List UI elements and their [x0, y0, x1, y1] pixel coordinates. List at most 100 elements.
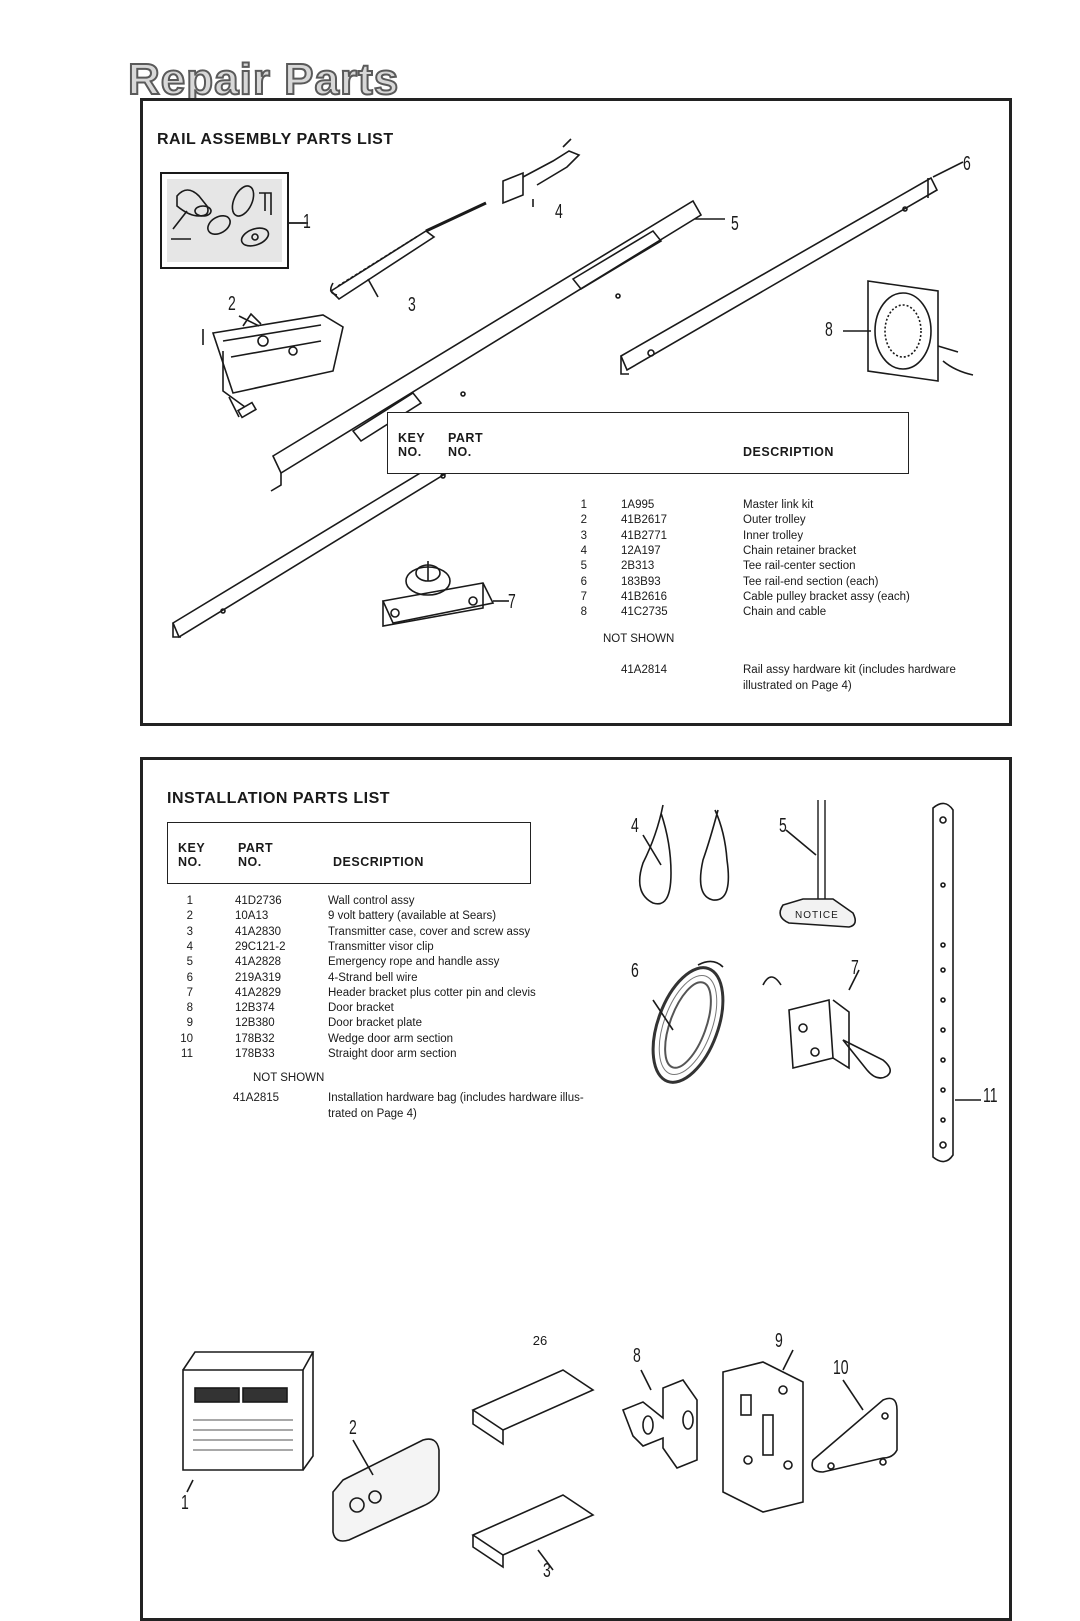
- rail-callout-5: 5: [731, 213, 739, 235]
- install-not-shown-desc-line1: Installation hardware bag (includes hard…: [328, 1092, 584, 1104]
- key-cell: 6: [580, 575, 587, 588]
- rail-table-header: KEY NO. PART NO. DESCRIPTION: [387, 412, 909, 474]
- part-number-cell: 41A2828: [235, 956, 282, 969]
- key-cell: 1: [580, 499, 587, 511]
- part-number-cell: 41B2771: [621, 529, 668, 542]
- rail-callout-6-upper: 6: [963, 153, 971, 175]
- rail-not-shown-part: 41A2814: [621, 664, 668, 676]
- key-cell: 11: [181, 1048, 193, 1060]
- install-callout-3: 3: [543, 1560, 551, 1582]
- rail-not-shown-desc-line2: illustrated on Page 4): [743, 680, 852, 692]
- description-cell: Chain and cable: [743, 606, 827, 619]
- header-bracket-illustration: [762, 976, 891, 1079]
- key-cell: 8: [580, 606, 587, 619]
- outer-trolley-illustration: [202, 312, 344, 419]
- rail-header-key-no: NO.: [398, 445, 422, 459]
- rail-callout-8: 8: [825, 319, 833, 341]
- part-number-cell: 12A197: [621, 544, 661, 557]
- rail-not-shown-desc-line1: Rail assy hardware kit (includes hardwar…: [743, 664, 956, 676]
- install-callout-8: 8: [633, 1345, 641, 1367]
- tee-rail-center-illustration: [270, 199, 703, 492]
- description-cell: Cable pulley bracket assy (each): [743, 590, 910, 603]
- key-cell: 3: [186, 925, 193, 938]
- installation-panel: INSTALLATION PARTS LIST: [140, 757, 1012, 1621]
- part-number-cell: 1A995: [621, 499, 655, 511]
- key-cell: 9: [186, 1017, 193, 1030]
- install-callout-7: 7: [851, 957, 859, 979]
- install-callout-5: 5: [779, 815, 787, 837]
- rope-handle-illustration: [779, 800, 857, 928]
- description-cell: 9 volt battery (available at Sears): [328, 910, 497, 923]
- key-cell: 7: [186, 986, 193, 999]
- part-number-cell: 41D2736: [235, 895, 282, 907]
- cable-pulley-bracket-illustration: [381, 561, 495, 627]
- part-number-cell: 12B380: [235, 1017, 275, 1030]
- rail-header-key: KEY: [398, 431, 426, 445]
- part-number-cell: 178B33: [235, 1048, 275, 1060]
- install-header-description: DESCRIPTION: [333, 855, 424, 869]
- description-cell: Tee rail-center section: [743, 560, 856, 573]
- part-number-cell: 10A13: [235, 910, 269, 923]
- part-number-cell: 2B313: [621, 560, 655, 573]
- part-number-cell: 178B32: [235, 1032, 275, 1045]
- wedge-door-arm-illustration: [811, 1397, 898, 1473]
- rail-callout-1: 1: [303, 211, 311, 233]
- rail-section-title: RAIL ASSEMBLY PARTS LIST: [157, 131, 394, 148]
- install-callout-11: 11: [983, 1085, 998, 1107]
- inner-trolley-illustration: [329, 201, 487, 301]
- rail-callout-7: 7: [508, 591, 516, 613]
- description-cell: Tee rail-end section (each): [743, 575, 879, 588]
- description-cell: Straight door arm section: [328, 1048, 457, 1060]
- install-not-shown-part: 41A2815: [233, 1092, 280, 1104]
- page-number: 26: [532, 1333, 548, 1348]
- rail-illustration: [160, 138, 974, 639]
- install-not-shown-label: NOT SHOWN: [253, 1072, 325, 1084]
- rail-callout-4: 4: [555, 201, 563, 223]
- description-cell: Header bracket plus cotter pin and clevi…: [328, 986, 536, 999]
- description-cell: Master link kit: [743, 499, 814, 511]
- install-table-header: KEY NO. PART NO. DESCRIPTION: [167, 822, 531, 884]
- rail-header-description: DESCRIPTION: [743, 445, 834, 459]
- install-header-part-no: NO.: [238, 855, 262, 869]
- key-cell: 7: [580, 590, 587, 603]
- description-cell: Wall control assy: [328, 895, 415, 907]
- install-section-title: INSTALLATION PARTS LIST: [167, 790, 391, 807]
- rail-callout-3: 3: [408, 294, 416, 316]
- door-bracket-illustration: [621, 1379, 698, 1469]
- handle-notice-label: NOTICE: [795, 910, 839, 921]
- rail-header-part-no: NO.: [448, 445, 472, 459]
- chain-retainer-bracket-illustration: [502, 138, 581, 205]
- install-not-shown-desc-line2: trated on Page 4): [328, 1108, 417, 1120]
- door-bracket-plate-illustration: [722, 1361, 804, 1513]
- install-callout-6: 6: [631, 960, 639, 982]
- install-header-part: PART: [238, 841, 274, 855]
- part-number-cell: 41B2617: [621, 514, 668, 527]
- key-cell: 2: [580, 514, 587, 527]
- chain-and-cable-illustration: [867, 280, 974, 382]
- part-number-cell: 41A2830: [235, 925, 282, 938]
- description-cell: Door bracket: [328, 1002, 394, 1015]
- key-cell: 8: [186, 1002, 193, 1015]
- bell-wire-illustration: [651, 960, 725, 1084]
- key-cell: 1: [186, 895, 193, 907]
- wall-control-illustration: [182, 1351, 315, 1471]
- rail-callout-2: 2: [228, 293, 236, 315]
- part-number-cell: 41A2829: [235, 986, 282, 999]
- part-number-cell: 219A319: [235, 971, 282, 984]
- page-title: Repair Parts: [127, 54, 400, 105]
- part-number-cell: 41C2735: [621, 606, 668, 619]
- key-cell: 4: [186, 940, 193, 953]
- description-cell: Door bracket plate: [328, 1017, 422, 1030]
- rail-not-shown-label: NOT SHOWN: [603, 633, 675, 645]
- key-cell: 3: [580, 529, 587, 542]
- key-cell: 5: [580, 560, 587, 573]
- install-callout-1: 1: [181, 1492, 189, 1514]
- key-cell: 5: [186, 956, 193, 969]
- install-header-key: KEY: [178, 841, 206, 855]
- install-callout-2: 2: [349, 1417, 357, 1439]
- key-cell: 2: [186, 910, 193, 923]
- key-cell: 10: [180, 1032, 193, 1045]
- part-number-cell: 183B93: [621, 575, 661, 588]
- installation-illustration: [182, 800, 981, 1571]
- visor-clip-illustration: [638, 804, 730, 905]
